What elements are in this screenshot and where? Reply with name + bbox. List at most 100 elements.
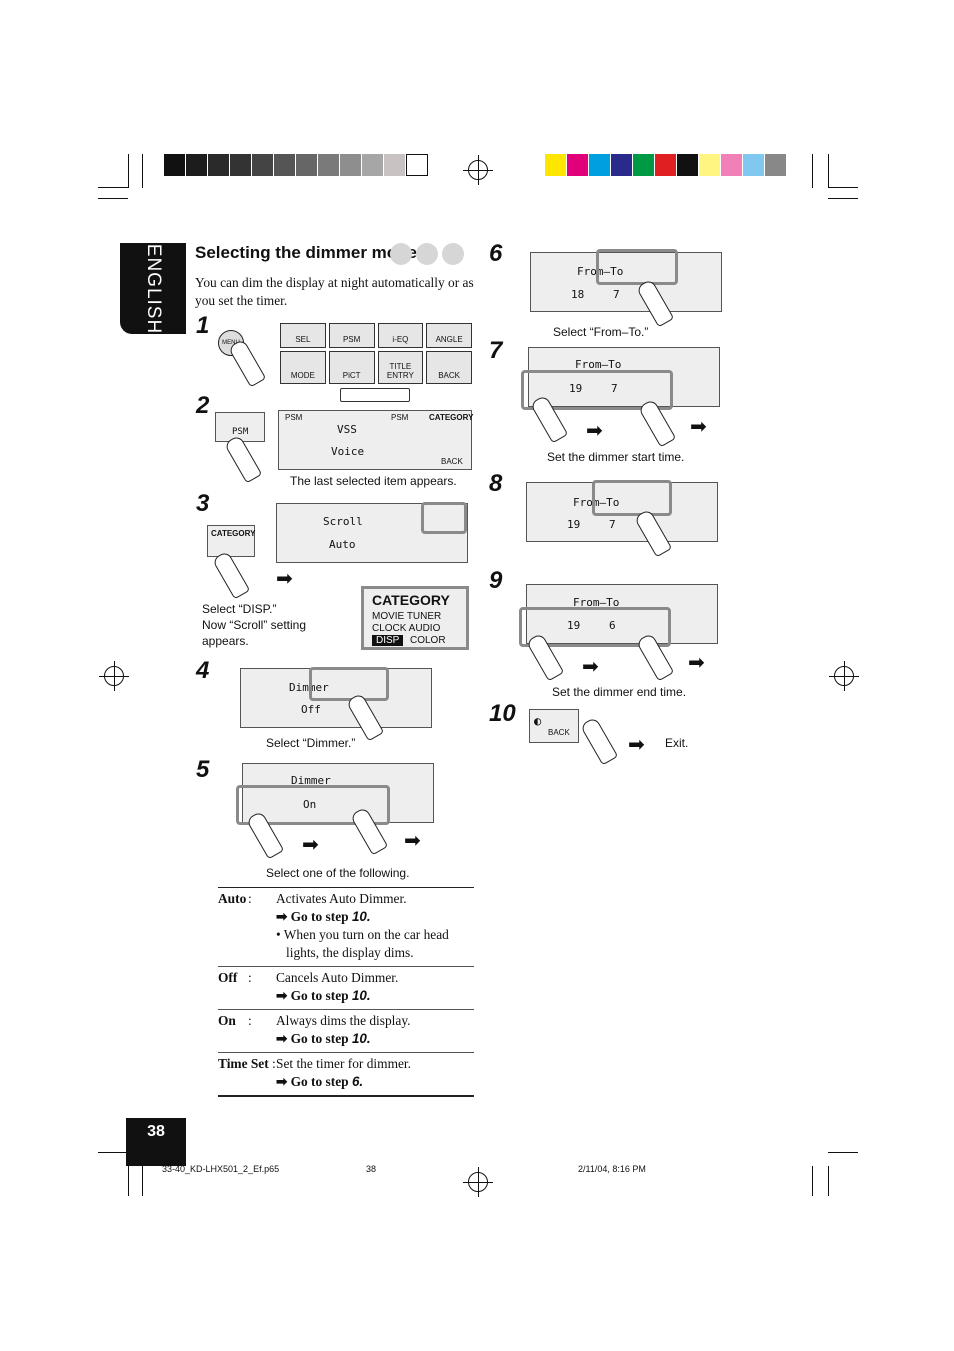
step-number: 4 xyxy=(196,657,210,684)
color-swatch xyxy=(633,154,655,176)
lcd-display: From–To 19 6 xyxy=(526,584,718,644)
menu-grid-button[interactable]: TITLE ENTRY xyxy=(377,350,424,384)
menu-grid-button[interactable]: MODE xyxy=(280,350,326,384)
crop-mark xyxy=(828,1166,829,1196)
option-desc: Activates Auto Dimmer. xyxy=(276,891,407,906)
arrow-right-icon: ➡ xyxy=(628,732,645,756)
footer-file: 33-40_KD-LHX501_2_Ef.p65 xyxy=(162,1164,280,1174)
highlight-box xyxy=(519,607,671,647)
highlight-box xyxy=(596,249,678,285)
gray-swatch xyxy=(208,154,230,176)
gray-swatch xyxy=(384,154,406,176)
menu-grid-button[interactable]: PSM xyxy=(328,323,375,348)
option-row: Time Set:Set the timer for dimmer.➡ Go t… xyxy=(218,1053,474,1095)
gray-swatch xyxy=(362,154,384,176)
step-caption: The last selected item appears. xyxy=(290,474,457,488)
finger-icon xyxy=(227,338,267,388)
option-key: On xyxy=(218,1013,236,1028)
intro-text: You can dim the display at night automat… xyxy=(195,275,474,308)
page-number: 38 xyxy=(126,1118,186,1166)
menu-grid-button[interactable]: BACK xyxy=(426,350,472,384)
go-to-step: ➡ Go to step 6. xyxy=(276,1074,364,1089)
lcd-display: From–To 18 7 xyxy=(530,252,722,312)
registration-mark-icon xyxy=(463,1167,493,1197)
lcd-main-text: Scroll xyxy=(323,515,363,528)
crop-mark xyxy=(828,187,858,188)
option-row: Auto:Activates Auto Dimmer.➡ Go to step … xyxy=(218,888,474,967)
back-button[interactable]: ◐ BACK xyxy=(529,709,579,743)
step-number: 8 xyxy=(489,470,503,497)
lcd-sub-text: On xyxy=(303,798,317,811)
category-button[interactable]: CATEGORY xyxy=(207,525,255,557)
color-swatch xyxy=(655,154,677,176)
menu-grid-button[interactable]: SEL xyxy=(280,323,326,348)
step-caption: Now “Scroll” setting xyxy=(202,618,307,632)
crop-mark xyxy=(812,154,813,188)
footer-page: 38 xyxy=(366,1164,377,1174)
finger-icon xyxy=(579,716,619,766)
step-caption: appears. xyxy=(202,634,249,648)
option-row: Off:Cancels Auto Dimmer.➡ Go to step 10. xyxy=(218,967,474,1010)
menu-grid-button[interactable]: PiCT xyxy=(328,350,375,384)
lcd-main-text: Dimmer xyxy=(291,774,331,787)
go-to-step: ➡ Go to step 10. xyxy=(276,909,371,924)
color-swatch xyxy=(589,154,611,176)
lcd-display: Dimmer On xyxy=(242,763,434,823)
arrow-right-icon: ➡ xyxy=(582,654,599,678)
lcd-main-text: From–To xyxy=(575,358,622,371)
registration-mark-icon xyxy=(99,661,129,691)
menu-grid-button[interactable]: ANGLE xyxy=(426,323,472,348)
step-number: 9 xyxy=(489,567,503,594)
registration-mark-icon xyxy=(829,661,859,691)
decorative-dots xyxy=(390,243,464,265)
lcd-main-text: From–To xyxy=(573,496,620,509)
crop-mark xyxy=(828,198,858,199)
lcd-main-text: VSS xyxy=(337,423,357,436)
gray-swatch xyxy=(274,154,296,176)
step-caption: Select “DISP.” xyxy=(202,602,277,616)
language-tab: ENGLISH xyxy=(120,243,186,334)
gray-swatch xyxy=(164,154,186,176)
arrow-right-icon: ➡ xyxy=(276,566,293,590)
gray-swatch xyxy=(230,154,252,176)
gray-swatch xyxy=(296,154,318,176)
lcd-display: From–To 19 7 xyxy=(526,482,718,542)
gray-swatch xyxy=(318,154,340,176)
crop-mark xyxy=(98,1152,128,1153)
section-title: Selecting the dimmer mode xyxy=(195,243,417,262)
option-desc: Always dims the display. xyxy=(276,1013,411,1028)
color-swatch xyxy=(765,154,787,176)
gray-swatch xyxy=(340,154,362,176)
crop-mark xyxy=(128,1166,129,1196)
option-key: Auto xyxy=(218,891,247,906)
step-caption: Select one of the following. xyxy=(266,866,410,880)
menu-grid-button[interactable]: i-EQ xyxy=(377,323,424,348)
option-key: Time Set xyxy=(218,1056,269,1071)
lcd-sub-text: Off xyxy=(301,703,321,716)
category-zoom: CATEGORY MOVIE TUNER CLOCK AUDIO DISP CO… xyxy=(361,586,469,650)
highlight-box xyxy=(236,785,390,825)
crop-mark xyxy=(142,154,143,188)
color-swatch xyxy=(743,154,765,176)
finger-icon xyxy=(211,550,251,600)
arrow-right-icon: ➡ xyxy=(302,832,319,856)
lcd-display: PSM PSM VSS Voice CATEGORY BACK xyxy=(278,410,473,470)
crop-mark xyxy=(812,1166,813,1196)
gray-swatch xyxy=(406,154,428,176)
registration-mark-icon xyxy=(463,155,493,185)
step-number: 5 xyxy=(196,756,210,783)
highlight-box xyxy=(309,667,389,701)
crop-mark xyxy=(142,1166,143,1196)
step-number: 3 xyxy=(196,490,210,517)
step-number: 10 xyxy=(489,700,516,727)
step-number: 7 xyxy=(489,337,503,364)
color-swatch xyxy=(699,154,721,176)
lcd-main-text: From–To xyxy=(577,265,624,278)
step-number: 1 xyxy=(196,312,210,339)
color-swatch xyxy=(721,154,743,176)
lcd-display: From–To 19 7 xyxy=(528,347,720,407)
step-caption: Set the dimmer end time. xyxy=(552,685,687,699)
color-bar-strip xyxy=(545,154,787,176)
color-swatch xyxy=(611,154,633,176)
step-number: 2 xyxy=(196,392,210,419)
